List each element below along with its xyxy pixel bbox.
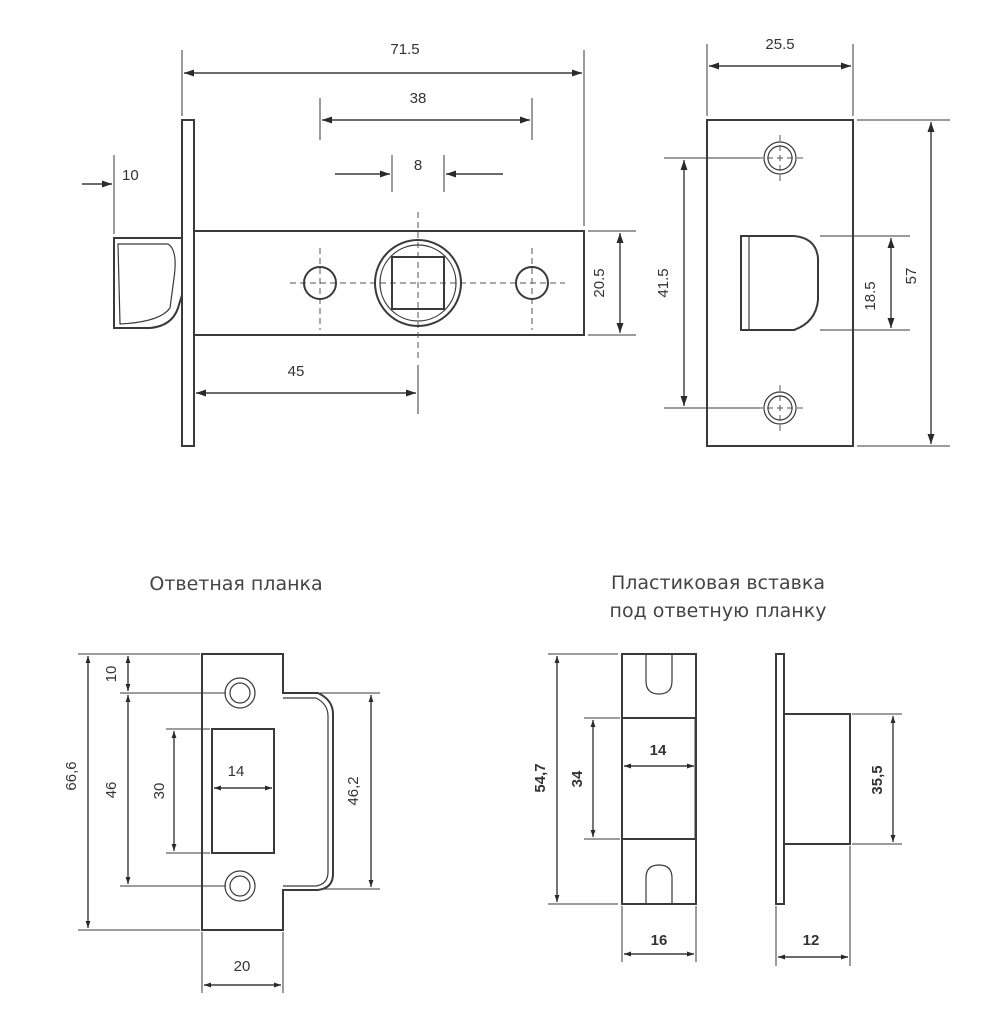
strike-plate-outline — [201, 653, 334, 931]
dim-strike-hole-centers: 46 — [103, 782, 120, 799]
insert-slot-bottom — [645, 864, 673, 904]
dim-backset: 45 — [288, 363, 305, 380]
spindle-hub-outer — [374, 239, 462, 327]
faceplate-outline — [706, 119, 854, 447]
dim-latch-offset: 10 — [122, 167, 139, 184]
latch-body — [193, 230, 585, 336]
dim-strike-window-height: 30 — [151, 783, 168, 800]
dim-insert-overall-height: 54,7 — [532, 763, 549, 792]
dim-spindle-size: 8 — [414, 157, 422, 174]
dim-insert-pocket-height: 34 — [569, 770, 586, 787]
dim-overall-length: 71.5 — [390, 41, 419, 58]
faceplate-hole-bottom — [763, 391, 797, 425]
caption-strike-plate: Ответная планка — [149, 573, 322, 595]
strike-lip-inner — [283, 697, 329, 887]
caption-plastic-insert-line1: Пластиковая вставка — [611, 572, 825, 594]
strike-hole-bottom-inner — [229, 875, 251, 897]
dim-insert-width: 16 — [651, 932, 668, 949]
faceplate-hole-top — [763, 141, 797, 175]
dim-insert-depth: 12 — [803, 932, 820, 949]
latch-hole-right — [515, 266, 549, 300]
dim-faceplate-hole-centers: 41.5 — [655, 268, 672, 297]
insert-pocket — [621, 717, 697, 840]
strike-window — [211, 728, 275, 854]
insert-outline — [621, 653, 697, 905]
caption-plastic-insert-line2: под ответную планку — [610, 600, 827, 622]
insert-side-box — [783, 713, 851, 845]
dim-strike-top-offset: 10 — [103, 666, 120, 683]
strike-hole-top-inner — [229, 682, 251, 704]
spindle-hub-inner — [379, 244, 457, 322]
dim-insert-box-height: 35,5 — [869, 765, 886, 794]
dim-hole-spacing: 38 — [410, 90, 427, 107]
dim-faceplate-height: 57 — [903, 268, 920, 285]
plastic-insert-side-view: 35,5 12 — [775, 653, 902, 966]
dim-strike-overall-height: 66,6 — [63, 761, 80, 790]
dim-faceplate-width: 25.5 — [765, 36, 794, 53]
spindle-square-hole — [391, 256, 445, 310]
dim-strike-window-width: 14 — [228, 763, 245, 780]
strike-plate-view: 66,6 10 46 30 14 46,2 20 — [63, 653, 380, 993]
faceplate-latch-opening — [740, 235, 819, 331]
insert-slot-top — [645, 654, 673, 695]
latch-side-view: 71.5 38 8 10 20.5 45 — [82, 41, 636, 447]
dim-insert-pocket-width: 14 — [650, 742, 667, 759]
latch-faceplate — [181, 119, 195, 447]
insert-side-flange — [775, 653, 785, 905]
latch-tongue — [113, 237, 183, 329]
dim-strike-width: 20 — [234, 958, 251, 975]
latch-tongue-bevel — [117, 243, 176, 325]
dim-body-height: 20.5 — [591, 268, 608, 297]
plastic-insert-front-view: 54,7 34 14 16 — [532, 653, 697, 962]
faceplate-front-view: 25.5 41.5 18.5 57 — [655, 36, 950, 447]
dim-faceplate-latch-height: 18.5 — [862, 281, 879, 310]
dim-strike-lip-height: 46,2 — [345, 776, 362, 805]
latch-hole-left — [303, 266, 337, 300]
